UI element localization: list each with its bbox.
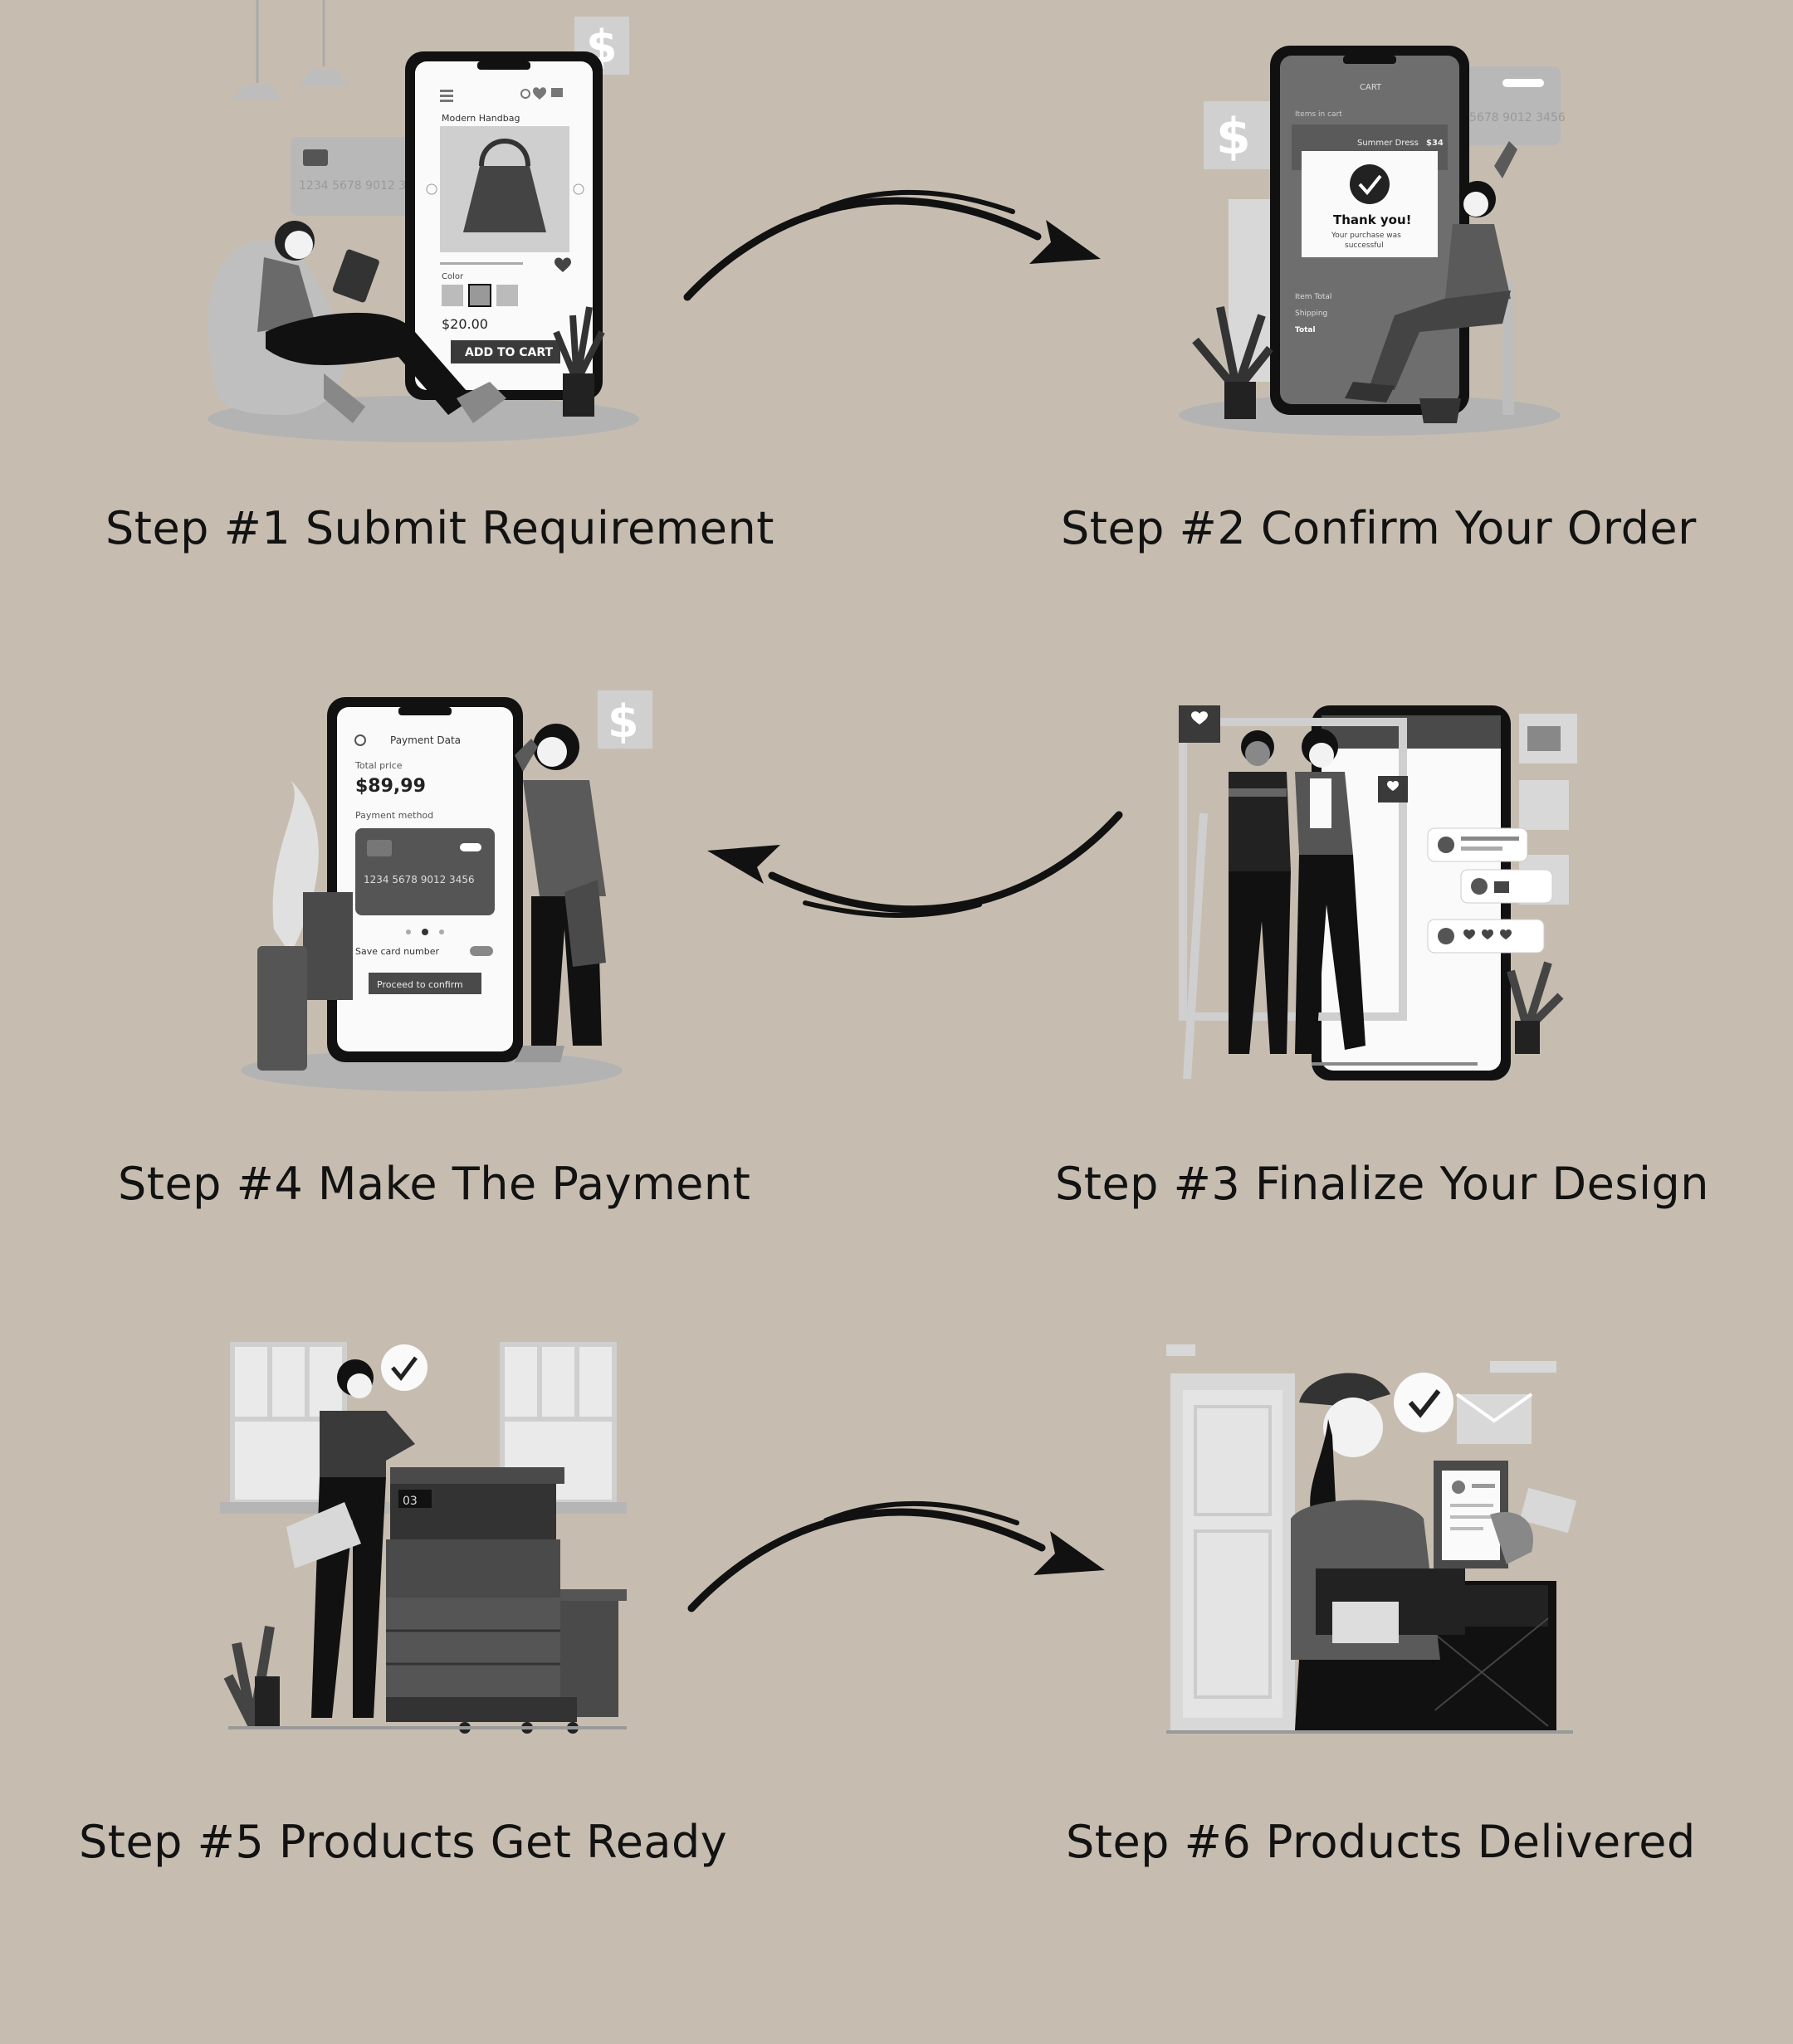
item-total-label: Item Total <box>1295 293 1331 301</box>
thanks-line1: Your purchase was <box>1331 232 1401 240</box>
card-number-text-2: 5678 9012 3456 <box>1469 111 1566 124</box>
step4-illustration: $ Payment Data Total price $89,99 Paymen… <box>241 690 652 1091</box>
card-number-text-4: 1234 5678 9012 3456 <box>364 874 475 885</box>
thanks-line2: successful <box>1345 241 1384 250</box>
card-number-text: 1234 5678 9012 3456 <box>299 179 428 193</box>
add-to-cart-text: ADD TO CART <box>465 346 554 359</box>
item-price: $34 <box>1426 139 1444 148</box>
cart-header: CART <box>1360 83 1382 92</box>
save-card-label: Save card number <box>355 946 440 957</box>
payment-header: Payment Data <box>390 734 461 746</box>
proceed-button-text: Proceed to confirm <box>377 979 463 990</box>
step-1-title: Step #1 Submit Requirement <box>105 502 774 554</box>
dollar-sign-4: $ <box>608 695 639 748</box>
item-name: Summer Dress <box>1357 139 1419 148</box>
step5-illustration: 03 <box>220 1342 627 1734</box>
shipping-label: Shipping <box>1295 310 1327 318</box>
total-label: Total <box>1295 326 1316 334</box>
arrow-step3-to-step4 <box>707 811 1123 918</box>
step1-illustration: 1234 5678 9012 3456 $ Modern Handbag Col… <box>208 0 639 442</box>
arrow-step1-to-step2 <box>683 189 1101 301</box>
arrow-step5-to-step6 <box>687 1500 1105 1612</box>
step-4-title: Step #4 Make The Payment <box>118 1158 751 1210</box>
step-5-title: Step #5 Products Get Ready <box>79 1816 728 1868</box>
step6-illustration <box>1166 1344 1577 1734</box>
thanks-title: Thank you! <box>1333 212 1412 227</box>
total-price-value: $89,99 <box>355 776 426 797</box>
step-3-title: Step #3 Finalize Your Design <box>1055 1158 1709 1210</box>
step3-illustration <box>1179 705 1577 1081</box>
total-price-label: Total price <box>354 760 403 771</box>
items-label: Items in cart <box>1295 110 1342 119</box>
step-2-title: Step #2 Confirm Your Order <box>1061 502 1697 554</box>
step-6-title: Step #6 Products Delivered <box>1066 1816 1696 1868</box>
step2-illustration: 5678 9012 3456 $ CART Items in cart Summ… <box>1179 46 1566 436</box>
copier-display: 03 <box>403 1495 418 1508</box>
payment-method-label: Payment method <box>355 810 433 821</box>
product-name: Modern Handbag <box>442 113 520 124</box>
product-price: $20.00 <box>442 316 488 332</box>
dollar-sign-2: $ <box>1216 108 1251 166</box>
color-label: Color <box>442 272 464 281</box>
